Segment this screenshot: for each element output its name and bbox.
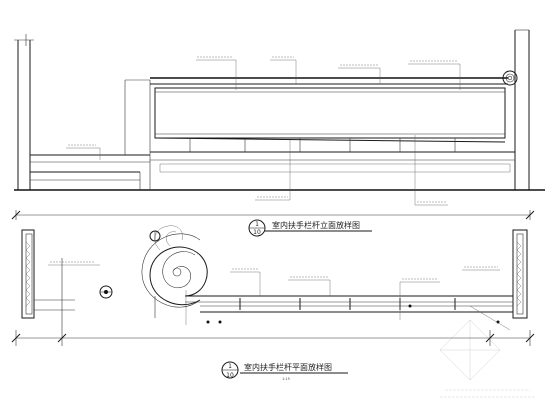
left-wall: [14, 34, 34, 190]
watermark-logo: [439, 319, 535, 398]
elevation-title: 室内扶手栏杆立面放样图: [272, 220, 360, 230]
elevation-index-sheet: 10: [253, 229, 261, 236]
plan-view: [11, 210, 535, 398]
balusters: [189, 138, 456, 152]
plan-posts: [239, 298, 456, 310]
ornamental-panel: [154, 87, 506, 143]
plan-leaders: [48, 261, 511, 331]
elevation-view: [14, 29, 545, 237]
plan-bottom-dimension: [11, 330, 535, 346]
plan-right-wall: [512, 229, 528, 319]
plan-title: 室内扶手栏杆平面放样图: [244, 362, 332, 372]
elevation-title-block: [248, 219, 372, 237]
handrail: [150, 70, 518, 86]
plan-top-dimension: [11, 210, 535, 220]
elevation-index-number: 1: [255, 221, 259, 228]
stair-steps: [30, 79, 515, 190]
section-markers: [99, 230, 500, 324]
right-wall: [514, 29, 530, 190]
plan-scale-note: 1:15: [282, 377, 290, 381]
volute-spiral: [141, 225, 208, 308]
plan-index-number: 1: [228, 363, 232, 370]
plan-index-sheet: 10: [226, 372, 234, 379]
plan-handrail: [154, 295, 513, 318]
leader-annotations: [66, 56, 461, 206]
plan-left-wall: [21, 229, 75, 330]
plan-title-block: [221, 361, 348, 379]
